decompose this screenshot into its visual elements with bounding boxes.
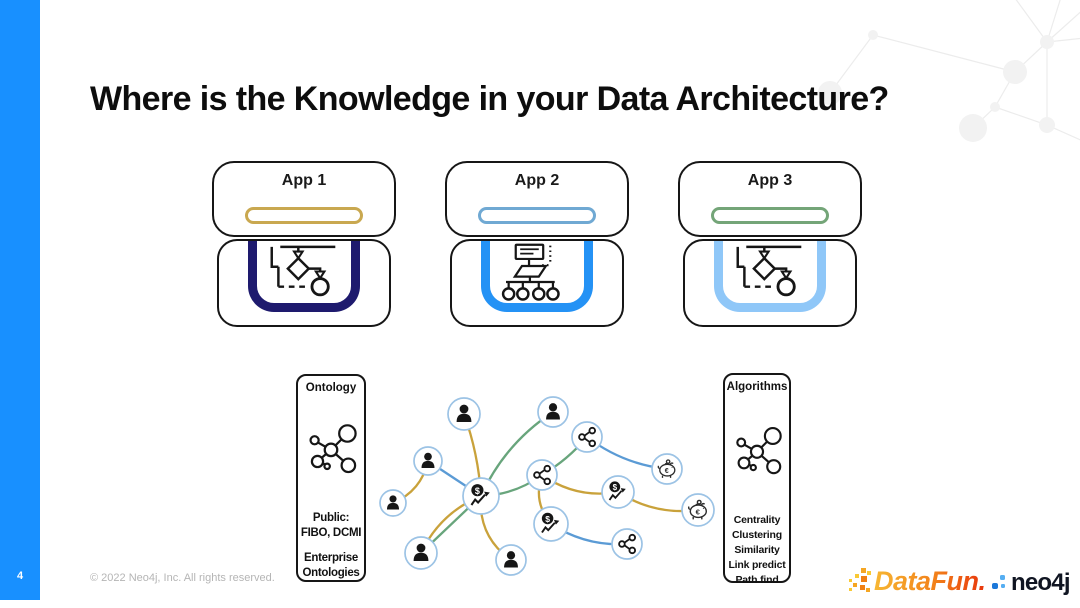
algorithms-box: Algorithms Centrality Clustering Similar… — [723, 373, 791, 586]
app-label: App 1 — [281, 172, 327, 189]
person-node — [447, 397, 481, 431]
graph-branch-node — [611, 528, 643, 560]
graph-schema-icon — [309, 424, 357, 474]
person-node — [413, 446, 443, 476]
page-number: 4 — [16, 570, 24, 582]
app-label-box: App 1 — [212, 161, 396, 237]
datafun-pixel-dots-icon — [849, 568, 871, 592]
database-u-shape — [248, 241, 360, 312]
database-box — [450, 239, 624, 327]
datafun-logo: DataFun. — [848, 564, 986, 598]
flowchart-decision-icon — [736, 245, 802, 297]
algorithm-item: Centrality — [733, 514, 781, 526]
graph-branch-node — [571, 421, 603, 453]
sidebar-accent-bar — [0, 0, 40, 600]
app-stack-2: App 2 — [445, 161, 629, 331]
app-api-bar — [245, 207, 363, 224]
neo4j-logo: neo4j — [991, 568, 1070, 598]
app-stack-1: App 1 — [212, 161, 396, 331]
person-node — [495, 544, 527, 576]
datafun-wordmark: DataFun. — [874, 565, 986, 596]
database-u-shape — [714, 241, 826, 312]
slide-title: Where is the Knowledge in your Data Arch… — [90, 79, 889, 118]
app-stack-3: App 3 — [678, 161, 862, 331]
app-api-bar — [478, 207, 596, 224]
person-node — [537, 396, 569, 428]
ontology-enterprise-label: Enterprise — [304, 552, 358, 564]
algorithms-title: Algorithms — [726, 381, 788, 393]
flowchart-decision-icon — [270, 245, 336, 297]
neo4j-graph-dots-icon — [992, 575, 1005, 589]
app-label: App 2 — [514, 172, 560, 189]
algorithm-item: Similarity — [734, 544, 780, 556]
ontology-enterprise-value: Ontologies — [302, 567, 360, 579]
graph-schema-icon — [736, 427, 782, 475]
database-u-shape — [481, 241, 593, 312]
ontology-public-label: Public: — [312, 512, 350, 524]
app-label: App 3 — [747, 172, 793, 189]
knowledge-graph-network — [379, 396, 715, 576]
neo4j-wordmark: neo4j — [1011, 569, 1070, 596]
app-label-box: App 2 — [445, 161, 629, 237]
algorithm-item: Clustering — [732, 529, 782, 541]
copyright-text: © 2022 Neo4j, Inc. All rights reserved. — [90, 572, 275, 584]
algorithm-item: Link predict — [728, 559, 786, 571]
person-node — [379, 489, 407, 517]
algorithm-item: Path find — [735, 574, 779, 586]
app-label-box: App 3 — [678, 161, 862, 237]
app-api-bar — [711, 207, 829, 224]
money-chart-node — [533, 506, 569, 542]
money-chart-node — [462, 477, 500, 515]
person-node — [404, 536, 438, 570]
ontology-box: Ontology Public: FIBO, DCMI Enterprise O… — [296, 374, 366, 582]
database-box — [683, 239, 857, 327]
ontology-public-value: FIBO, DCMI — [300, 527, 362, 539]
hierarchy-tree-icon — [501, 243, 560, 301]
ontology-title: Ontology — [305, 382, 357, 394]
database-box — [217, 239, 391, 327]
money-chart-node — [601, 475, 635, 509]
piggy-eur-node — [651, 453, 683, 485]
piggy-eur-node — [681, 493, 715, 527]
graph-branch-node — [526, 459, 558, 491]
